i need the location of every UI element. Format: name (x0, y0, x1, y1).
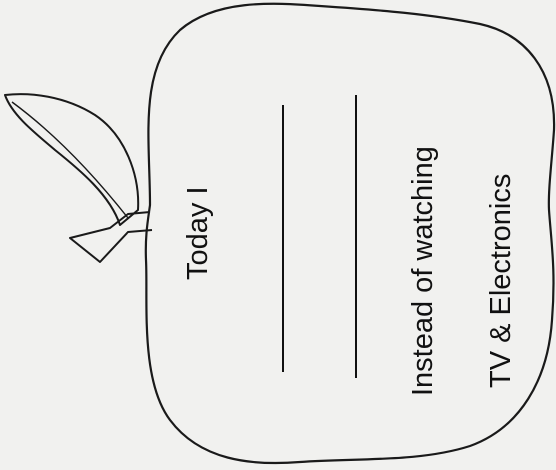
apple-outline (144, 2, 556, 465)
prompt-instead: Instead of watching (407, 146, 439, 396)
prompt-tv-electronics: TV & Electronics (485, 174, 517, 388)
stem-icon (69, 211, 153, 263)
prompt-today: Today I (182, 187, 214, 281)
leaf-vein (11, 101, 129, 219)
leaf-icon (4, 93, 140, 226)
